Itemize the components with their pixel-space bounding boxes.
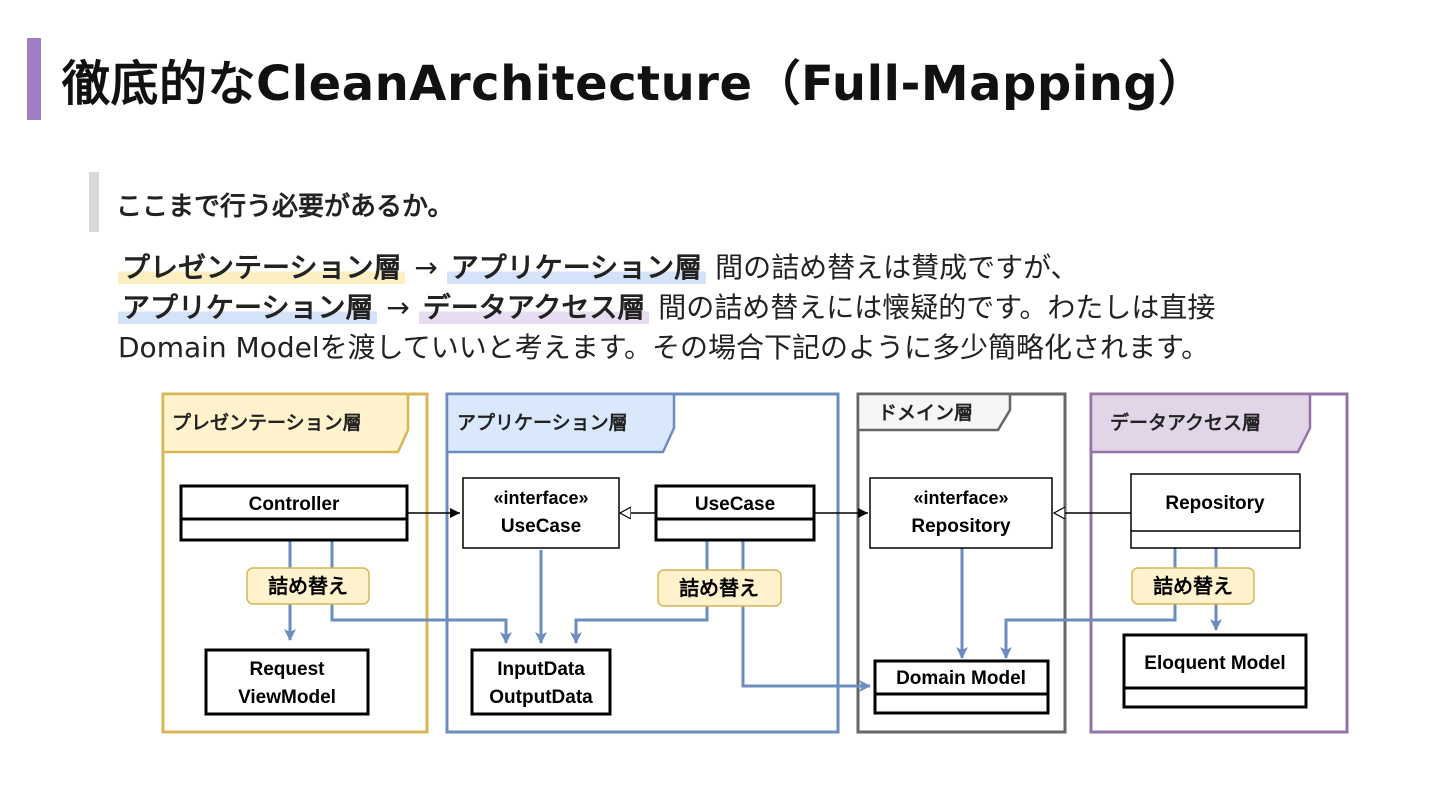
class-name: Eloquent Model xyxy=(1144,653,1285,674)
class-eloquent-model: Eloquent Model xyxy=(1122,633,1308,709)
term-application-layer: アプリケーション層 xyxy=(446,251,707,284)
interface-repository: «interface» Repository xyxy=(869,477,1053,549)
class-input-output-data: InputData OutputData xyxy=(470,648,612,716)
class-request-viewmodel: Request ViewModel xyxy=(204,648,370,716)
class-name-line-1: Request xyxy=(250,659,326,680)
layer-label-domain: ドメイン層 xyxy=(878,402,973,424)
class-name: UseCase xyxy=(695,494,775,515)
layer-label-application: アプリケーション層 xyxy=(457,411,628,434)
class-repository: Repository xyxy=(1130,473,1301,549)
paragraph-line-3: Domain Modelを渡していいと考えます。その場合下記のように多少簡略化さ… xyxy=(118,331,1210,364)
svg-text:詰め替え: 詰め替え xyxy=(268,574,348,598)
class-name-line-1: InputData xyxy=(497,659,585,680)
term-presentation-layer: プレゼンテーション層 xyxy=(118,251,406,284)
arrow-text: → xyxy=(405,251,447,284)
interface-name: Repository xyxy=(911,516,1011,537)
class-usecase: UseCase xyxy=(654,484,816,542)
term-data-access-layer: データアクセス層 xyxy=(418,291,650,324)
stereotype: «interface» xyxy=(493,488,588,508)
class-name-line-2: ViewModel xyxy=(238,687,336,708)
subtitle: ここまで行う必要があるか。 xyxy=(116,192,454,222)
layer-label-data-access: データアクセス層 xyxy=(1110,411,1261,434)
class-domain-model: Domain Model xyxy=(873,659,1050,715)
interface-usecase: «interface» UseCase xyxy=(462,477,620,549)
paragraph-line-1: プレゼンテーション層 → アプリケーション層 間の詰め替えは賛成ですが、 xyxy=(118,248,1215,288)
subtitle-accent-bar xyxy=(89,172,99,232)
stereotype: «interface» xyxy=(913,488,1008,508)
interface-name: UseCase xyxy=(501,516,581,537)
class-name: Repository xyxy=(1165,493,1265,514)
paragraph-line-2: アプリケーション層 → データアクセス層 間の詰め替えには懐疑的です。わたしは直… xyxy=(118,288,1215,328)
class-name-line-2: OutputData xyxy=(489,687,593,708)
arrow-text: → xyxy=(377,291,419,324)
mapping-label-data-access: 詰め替え xyxy=(1131,567,1255,605)
line-1-rest: 間の詰め替えは賛成ですが、 xyxy=(706,251,1079,284)
svg-text:詰め替え: 詰め替え xyxy=(679,576,759,600)
term-application-layer: アプリケーション層 xyxy=(118,291,378,324)
svg-text:詰め替え: 詰め替え xyxy=(1153,574,1233,598)
body-paragraph: プレゼンテーション層 → アプリケーション層 間の詰め替えは賛成ですが、 アプリ… xyxy=(118,248,1215,368)
mapping-label-presentation: 詰め替え xyxy=(246,567,370,605)
class-controller: Controller xyxy=(179,484,409,542)
title-accent-bar xyxy=(27,38,41,120)
class-name: Controller xyxy=(249,494,340,515)
class-name: Domain Model xyxy=(896,668,1026,689)
line-2-rest: 間の詰め替えには懐疑的です。わたしは直接 xyxy=(649,291,1216,324)
page-title: 徹底的なCleanArchitecture（Full-Mapping） xyxy=(62,56,1207,112)
layer-label-presentation: プレゼンテーション層 xyxy=(172,411,362,434)
mapping-label-application: 詰め替え xyxy=(657,569,782,607)
